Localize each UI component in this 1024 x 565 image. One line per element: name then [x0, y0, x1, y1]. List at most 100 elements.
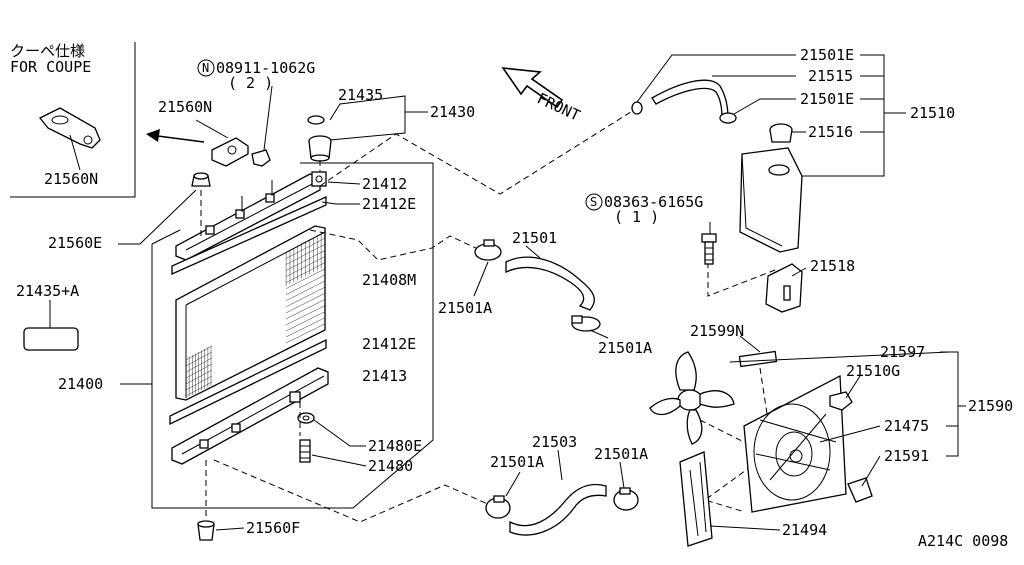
- bracket-direction-arrow: [149, 134, 205, 143]
- front-arrow: FRONT: [501, 67, 583, 125]
- leader-21518: [791, 267, 807, 277]
- bolt-n-callout: N 08911-1062G ( 2 ): [197, 59, 315, 92]
- connector-21591: [847, 477, 873, 503]
- clamp-21501e-top: [631, 101, 643, 115]
- label-21501e-mid: 21501E: [800, 90, 854, 108]
- leader-21560e: [118, 189, 197, 245]
- leader-21501e-mid: [733, 98, 796, 115]
- leader-21494: [709, 525, 781, 531]
- label-21591: 21591: [884, 447, 929, 465]
- leader-21480e: [313, 419, 366, 447]
- leader-21480: [311, 454, 367, 467]
- label-21480: 21480: [368, 457, 413, 475]
- bolt-n-qty: ( 2 ): [228, 74, 273, 92]
- label-21501: 21501: [512, 229, 557, 247]
- coupe-note-en: FOR COUPE: [10, 58, 91, 76]
- seal-21412e-top: [171, 195, 327, 276]
- clamp-21501a-3: [485, 495, 511, 519]
- radiator-assembly-21400: 21400: [58, 162, 434, 509]
- leader-21412e-top: [321, 201, 360, 205]
- label-21435: 21435: [338, 86, 383, 104]
- label-21501e-top: 21501E: [800, 46, 854, 64]
- label-21597: 21597: [880, 343, 925, 361]
- label-21516: 21516: [808, 123, 853, 141]
- upper-tank: [175, 173, 321, 261]
- label-21501a-2: 21501A: [598, 339, 652, 357]
- label-21494: 21494: [782, 521, 827, 539]
- reference-code: A214C 0098: [918, 532, 1008, 550]
- leader-21475: [819, 425, 881, 443]
- drain-plug-21480: [299, 439, 311, 463]
- label-21560f: 21560F: [246, 519, 300, 537]
- label-21518: 21518: [810, 257, 855, 275]
- leader-21591: [861, 455, 881, 487]
- label-21412e-bottom: 21412E: [362, 335, 416, 353]
- label-21590: 21590: [968, 397, 1013, 415]
- leader-21412: [327, 181, 361, 185]
- label-21480e: 21480E: [368, 437, 422, 455]
- label-21412e-top: 21412E: [362, 195, 416, 213]
- clamp-21501a-4: [613, 487, 639, 511]
- label-21501a-3: 21501A: [490, 453, 544, 471]
- bolt-08363-6165g: [701, 233, 717, 265]
- clamp-21501e-mid: [719, 112, 737, 124]
- bolt-08911-1062g: [251, 149, 271, 167]
- label-21510: 21510: [910, 104, 955, 122]
- clamp-21501a-upper: [474, 239, 502, 261]
- leader-21510g: [845, 375, 861, 399]
- bolt-s-callout: S 08363-6165G ( 1 ): [585, 193, 703, 226]
- label-21560n: 21560N: [158, 98, 212, 116]
- leader-21510-group: [802, 54, 906, 177]
- clamp-21501a-lower: [571, 315, 601, 332]
- leader-21590-group: [940, 351, 966, 457]
- label-21515: 21515: [808, 67, 853, 85]
- label-plate-21599n: [738, 350, 778, 368]
- mount-bracket-21560n: [211, 137, 249, 167]
- shroud-21475: [743, 374, 847, 513]
- core-grid: [185, 231, 326, 398]
- seal-21435: [307, 115, 325, 125]
- bolt-s-qty: ( 1 ): [614, 208, 659, 226]
- label-21503: 21503: [532, 433, 577, 451]
- bolt-21510g: [829, 391, 853, 411]
- leader-21503: [557, 449, 563, 481]
- label-21430: 21430: [430, 103, 475, 121]
- label-21560n-inset: 21560N: [44, 170, 98, 188]
- fan-21597: [649, 351, 735, 445]
- cap-21430: [308, 135, 332, 162]
- reservoir-hose-21515: [651, 79, 729, 119]
- upper-hose-21501: [505, 256, 595, 311]
- circled-s: S: [590, 195, 597, 209]
- label-21560e: 21560E: [48, 234, 102, 252]
- leader-21597: [729, 351, 951, 363]
- leader-21560f: [215, 527, 245, 531]
- filler-neck-21412: [311, 171, 327, 187]
- leader-21560n: [195, 119, 229, 139]
- reservoir-tank-21510: [739, 147, 803, 253]
- lower-hose-21503: [509, 483, 607, 536]
- coupe-inset: クーペ仕様 FOR COUPE 21560N: [10, 42, 136, 198]
- arrowhead: [146, 129, 160, 142]
- leader-21430-group: [329, 95, 406, 141]
- reservoir-cap-21516: [769, 123, 793, 143]
- radiator-core-21408m: [175, 225, 326, 401]
- label-21435a: 21435+A: [16, 282, 79, 300]
- label-21501a-1: 21501A: [438, 299, 492, 317]
- circled-n: N: [202, 61, 209, 75]
- leader-21501a-4: [619, 461, 625, 489]
- leader-21501a-1: [473, 261, 489, 297]
- label-21412: 21412: [362, 175, 407, 193]
- label-21400: 21400: [58, 375, 103, 393]
- leader-21501a-2: [589, 329, 609, 339]
- label-21475: 21475: [884, 417, 929, 435]
- seal-21412e-bottom: [169, 338, 327, 426]
- side-panel-21494: [679, 451, 713, 547]
- bolt-s-code: 08363-6165G: [604, 193, 703, 211]
- leader-21501e-top: [636, 54, 796, 103]
- label-21599n: 21599N: [690, 322, 744, 340]
- leader-21501: [525, 245, 541, 259]
- leader-bolt-n: [263, 85, 273, 151]
- label-21413: 21413: [362, 367, 407, 385]
- bushing-21560f: [197, 520, 215, 541]
